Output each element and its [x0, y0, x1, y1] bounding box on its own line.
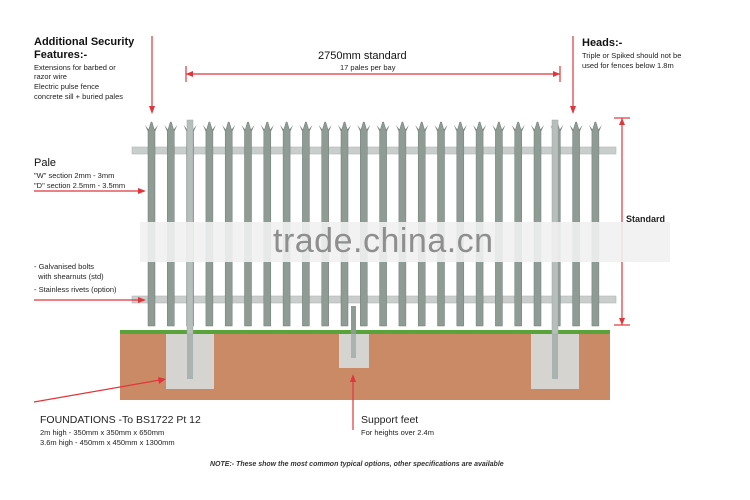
pale-spike: [280, 125, 285, 132]
security-line-2: razor wire: [34, 72, 67, 81]
pale-spike: [145, 125, 149, 132]
heads-title: Heads:-: [582, 37, 623, 49]
pale-spike: [588, 125, 593, 132]
pale-spike: [443, 125, 448, 132]
foundations-arrow: [33, 379, 161, 403]
support-sub: For heights over 2.4m: [361, 428, 434, 437]
pale-spike: [453, 125, 458, 132]
pale-spike: [473, 125, 478, 132]
pale-spike: [540, 125, 544, 132]
pale-spike: [327, 125, 332, 132]
pale-spike: [415, 125, 420, 132]
pale-spike: [192, 125, 197, 132]
pale-spike: [164, 125, 169, 132]
pale-spike: [318, 125, 323, 132]
pale-line-1: "W" section 2mm - 3mm: [34, 171, 115, 180]
bay-width-title: 2750mm standard: [318, 50, 407, 62]
support-title: Support feet: [361, 414, 419, 426]
pale-spike: [154, 125, 158, 132]
pale-spike: [511, 125, 516, 132]
pale-spike: [395, 125, 400, 132]
pale-spike: [308, 125, 313, 132]
pale-spike: [269, 125, 274, 132]
pale-spike: [211, 125, 216, 132]
pale-spike: [250, 125, 255, 132]
pale-spike: [347, 125, 351, 132]
bottom-rail: [131, 295, 617, 304]
pale-spike: [366, 125, 371, 132]
security-line-1: Extensions for barbed or: [34, 63, 116, 72]
post-support-buried: [351, 334, 356, 358]
pale-spike: [492, 125, 497, 132]
pale-spike: [357, 125, 362, 132]
security-line-4: concrete sill + buried pales: [34, 92, 124, 101]
pale-spike: [434, 125, 439, 132]
pale-spike: [404, 125, 409, 132]
pale-spike: [202, 125, 207, 132]
annotation-arrows: [33, 36, 630, 430]
watermark-band: [140, 222, 670, 262]
footnote: NOTE:- These show the most common typica…: [210, 461, 504, 468]
fittings-line-2: with shearnuts (std): [34, 272, 104, 281]
watermark-text: trade.china.cn: [273, 222, 494, 260]
security-title: Additional Security: [34, 36, 135, 48]
pale-spike: [482, 125, 487, 132]
bay-width-sub: 17 pales per bay: [340, 63, 396, 72]
pale-spike: [241, 125, 246, 132]
pale-spike: [520, 125, 525, 132]
pale-spike: [569, 125, 574, 132]
fittings-line-1: - Galvanised bolts: [34, 262, 95, 271]
height-label: Standard: [626, 214, 666, 224]
security-line-3: Electric pulse fence: [34, 82, 100, 91]
foundations-line-1: 2m high - 350mm x 350mm x 650mm: [40, 428, 165, 437]
top-rail: [131, 146, 617, 155]
heads-line-2: used for fences below 1.8m: [582, 61, 674, 70]
pale-spike: [385, 125, 390, 132]
post-left-buried: [187, 334, 193, 379]
post-right-buried: [552, 334, 558, 379]
pale-spike: [299, 125, 304, 132]
pale-spike: [597, 125, 602, 132]
pale-line-2: "D" section 2.5mm - 3.5mm: [34, 181, 126, 190]
pale-spike: [260, 125, 265, 132]
pale-spike: [183, 125, 188, 132]
heads-line-1: Triple or Spiked should not be: [582, 51, 682, 60]
pale-spike: [289, 125, 294, 132]
foundations-title: FOUNDATIONS -To BS1722 Pt 12: [40, 414, 201, 426]
pale-spike: [231, 125, 236, 132]
pale-spike: [424, 125, 429, 132]
fittings-line-3: - Stainless rivets (option): [34, 285, 117, 294]
pale-spike: [531, 125, 535, 132]
pale-spike: [376, 125, 381, 132]
pale-spike: [559, 125, 564, 132]
pale-spike: [338, 125, 342, 132]
security-subtitle: Features:-: [34, 49, 88, 61]
pale-title: Pale: [34, 157, 57, 169]
pale-spike: [578, 125, 583, 132]
pale-spike: [501, 125, 506, 132]
foundations-line-2: 3.6m high - 450mm x 450mm x 1300mm: [40, 438, 175, 447]
pale-spike: [222, 125, 227, 132]
support-foot: [351, 306, 356, 334]
pale-spike: [173, 125, 178, 132]
pale-spike: [462, 125, 467, 132]
grass-line: [120, 330, 610, 334]
